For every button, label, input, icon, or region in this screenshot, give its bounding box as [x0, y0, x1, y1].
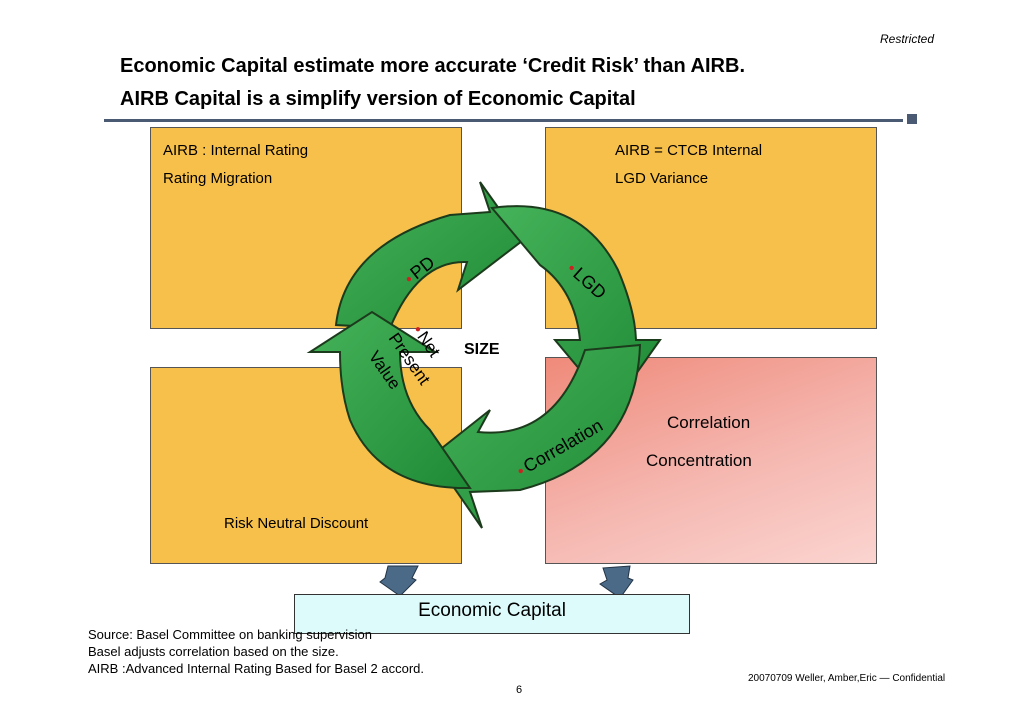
classification-label: Restricted [880, 32, 935, 46]
title-divider [104, 119, 903, 122]
quadrant-bottom-left-line1: Risk Neutral Discount [224, 515, 369, 532]
quadrant-bottom-right-line1: Correlation [667, 413, 751, 432]
right-down-arrow [599, 565, 634, 599]
title-divider-end-mark [907, 114, 917, 124]
quadrant-top-left-line2: Rating Migration [163, 170, 273, 187]
footer-note-1: Basel adjusts correlation based on the s… [88, 644, 339, 659]
quadrant-top-left-line1: AIRB : Internal Rating [163, 142, 309, 159]
cycle-center-label: SIZE [464, 341, 500, 358]
slide-title-line-2: AIRB Capital is a simplify version of Ec… [120, 88, 636, 110]
cycle-arrow-correlation [430, 343, 642, 529]
quadrant-top-left [150, 127, 462, 329]
economic-capital-label: Economic Capital [418, 600, 566, 621]
footer-source: Source: Basel Committee on banking super… [88, 627, 372, 642]
economic-capital-box [294, 594, 690, 634]
left-down-arrow [379, 565, 419, 597]
cycle-arrow-npv [306, 310, 472, 490]
quadrant-bottom-right-line2: Concentration [646, 451, 752, 470]
confidential-notice: 20070709 Weller, Amber,Eric — Confidenti… [748, 673, 946, 684]
slide-title-line-1: Economic Capital estimate more accurate … [120, 55, 745, 77]
cycle-arrow-pd [334, 181, 524, 330]
quadrant-top-right-line1: AIRB = CTCB Internal [615, 142, 763, 159]
quadrant-top-right-line2: LGD Variance [615, 170, 709, 187]
footer-note-2: AIRB :Advanced Internal Rating Based for… [88, 661, 425, 676]
page-number: 6 [516, 684, 523, 696]
